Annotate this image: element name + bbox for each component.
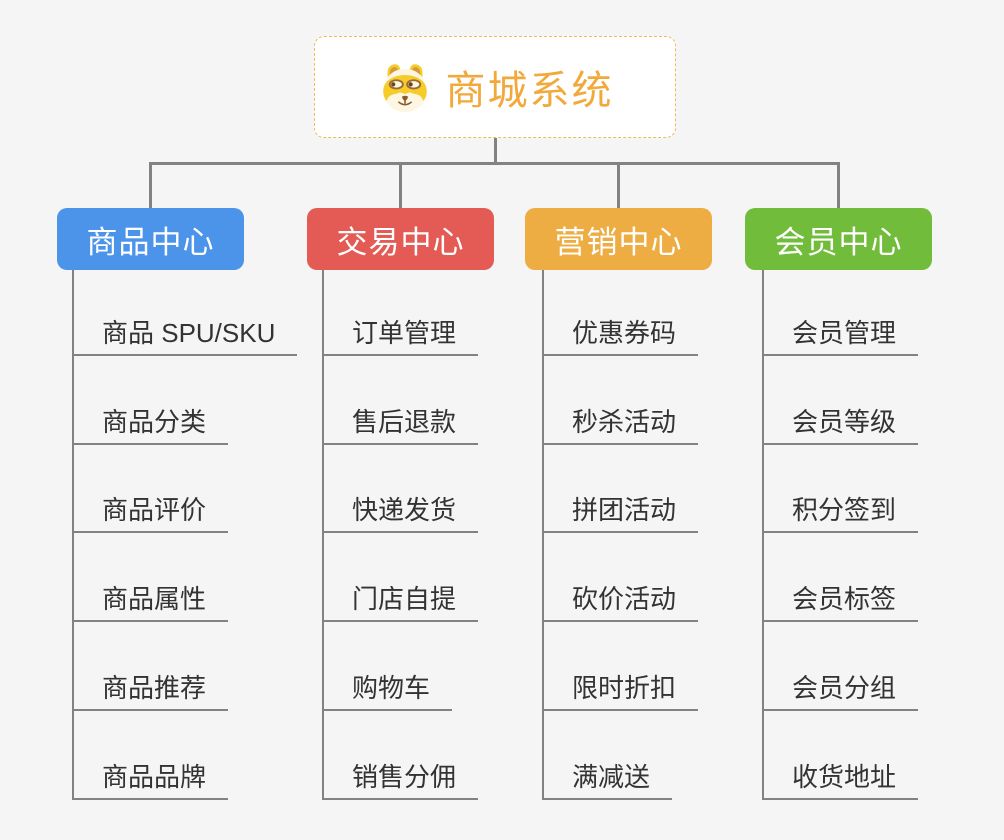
root-node[interactable]: 商城系统 — [314, 36, 676, 138]
leaf-product-spu-sku[interactable]: 商品 SPU/SKU — [72, 314, 298, 356]
leaf-product-review[interactable]: 商品评价 — [72, 491, 229, 533]
branch-marketing-center[interactable]: 营销中心 — [525, 208, 712, 270]
leaf-member-management[interactable]: 会员管理 — [762, 314, 919, 356]
leaf-limited-time-discount[interactable]: 限时折扣 — [542, 669, 699, 711]
connector-horizontal-bar — [149, 162, 840, 165]
leaf-member-level[interactable]: 会员等级 — [762, 403, 919, 445]
leaf-product-recommend[interactable]: 商品推荐 — [72, 669, 229, 711]
connector-drop-marketing — [617, 162, 620, 210]
leaf-store-pickup[interactable]: 门店自提 — [322, 580, 479, 622]
leaf-member-tag[interactable]: 会员标签 — [762, 580, 919, 622]
connector-root-trunk — [494, 137, 497, 163]
leaf-after-sale-refund[interactable]: 售后退款 — [322, 403, 479, 445]
leaf-member-group[interactable]: 会员分组 — [762, 669, 919, 711]
connector-drop-member — [837, 162, 840, 210]
leaf-shopping-cart[interactable]: 购物车 — [322, 669, 453, 711]
connector-drop-trade — [399, 162, 402, 210]
connector-column-member — [762, 270, 764, 800]
leaf-product-brand[interactable]: 商品品牌 — [72, 758, 229, 800]
leaf-express-delivery[interactable]: 快递发货 — [322, 491, 479, 533]
leaf-product-category[interactable]: 商品分类 — [72, 403, 229, 445]
branch-member-center[interactable]: 会员中心 — [745, 208, 932, 270]
root-title: 商城系统 — [445, 69, 614, 113]
leaf-coupon-code[interactable]: 优惠券码 — [542, 314, 699, 356]
connector-drop-product — [149, 162, 152, 210]
leaf-bargain-activity[interactable]: 砍价活动 — [542, 580, 699, 622]
doge-icon — [382, 64, 427, 113]
leaf-sales-commission[interactable]: 销售分佣 — [322, 758, 479, 800]
connector-column-marketing — [542, 270, 544, 800]
leaf-order-management[interactable]: 订单管理 — [322, 314, 479, 356]
branch-product-center[interactable]: 商品中心 — [57, 208, 244, 270]
branch-trade-center[interactable]: 交易中心 — [307, 208, 494, 270]
leaf-product-attribute[interactable]: 商品属性 — [72, 580, 229, 622]
leaf-shipping-address[interactable]: 收货地址 — [762, 758, 919, 800]
connector-column-product — [72, 270, 74, 800]
leaf-flash-sale[interactable]: 秒杀活动 — [542, 403, 699, 445]
leaf-full-reduction[interactable]: 满减送 — [542, 758, 673, 800]
leaf-points-checkin[interactable]: 积分签到 — [762, 491, 919, 533]
connector-column-trade — [322, 270, 324, 800]
leaf-group-buy[interactable]: 拼团活动 — [542, 491, 699, 533]
